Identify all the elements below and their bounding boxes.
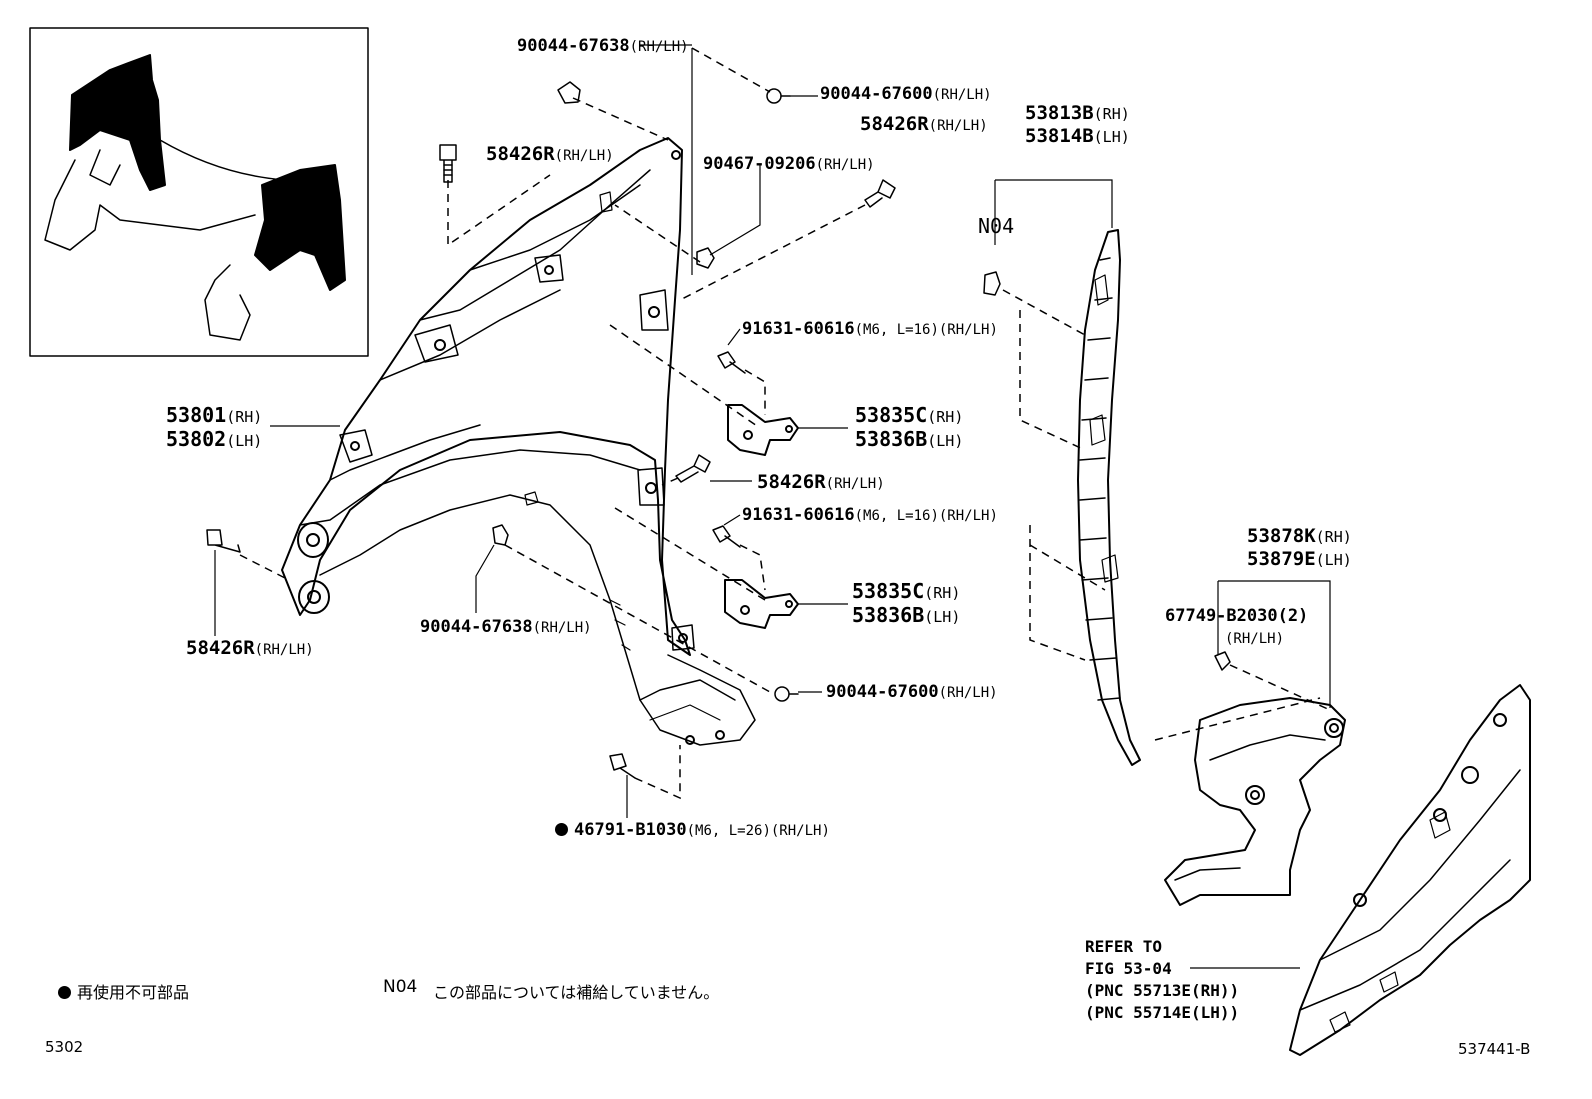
label-67749-B2030-side: (RH/LH) xyxy=(1225,631,1285,647)
legend-n04-note: この部品については補給していません。 xyxy=(433,983,720,1002)
label-90044-67638-bottom: 90044-67638(RH/LH) xyxy=(420,617,592,637)
label-90044-67600-top: 90044-67600(RH/LH) xyxy=(820,84,992,104)
fender-panel xyxy=(281,137,756,746)
fender-seal xyxy=(1077,229,1141,766)
label-liner: 53878K(RH) 53879E(LH) xyxy=(1247,525,1352,570)
inset-vehicle-view xyxy=(29,27,369,357)
non-reusable-dot-icon xyxy=(58,986,71,999)
label-91631-60616-lower: 91631-60616(M6, L=16)(RH/LH) xyxy=(742,505,998,525)
diagram-id: 537441-B xyxy=(1458,1040,1531,1058)
label-bracket-upper: 53835C(RH) 53836B(LH) xyxy=(855,403,964,451)
assembly-lines xyxy=(239,47,1331,800)
label-91631-60616-upper: 91631-60616(M6, L=16)(RH/LH) xyxy=(742,319,998,339)
apron-panel xyxy=(1289,684,1531,1056)
label-fender: 53801(RH) 53802(LH) xyxy=(166,403,263,451)
label-n04: N04 xyxy=(978,214,1015,238)
label-bracket-lower: 53835C(RH) 53836B(LH) xyxy=(852,579,961,627)
label-46791-B1030: 46791-B1030(M6, L=26)(RH/LH) xyxy=(555,820,830,841)
page-code: 5302 xyxy=(45,1038,84,1056)
label-58426R-left: 58426R(RH/LH) xyxy=(186,637,314,659)
non-reusable-dot-icon xyxy=(555,823,568,836)
label-58426R-mid: 58426R(RH/LH) xyxy=(757,471,885,493)
callout-lines xyxy=(214,44,1331,969)
legend-non-reusable: 再使用不可部品 xyxy=(58,979,189,1003)
label-90044-67638-top: 90044-67638(RH/LH) xyxy=(517,36,689,56)
fasteners xyxy=(206,81,1231,779)
label-58426R-top-left: 58426R(RH/LH) xyxy=(486,143,614,165)
bracket-upper xyxy=(727,404,799,456)
label-90467-09206: 90467-09206(RH/LH) xyxy=(703,154,875,174)
wheelhouse-liner xyxy=(1164,697,1346,906)
label-67749-B2030: 67749-B2030(2) xyxy=(1165,606,1309,626)
bracket-lower xyxy=(724,579,799,629)
legend-n04-code: N04 xyxy=(383,977,418,997)
label-58426R-top-right: 58426R(RH/LH) xyxy=(860,113,988,135)
label-seal: 53813B(RH) 53814B(LH) xyxy=(1025,102,1130,147)
label-refer-to: REFER TO FIG 53-04 (PNC 55713E(RH)) (PNC… xyxy=(1085,937,1240,1022)
label-90044-67600-bottom: 90044-67600(RH/LH) xyxy=(826,682,998,702)
